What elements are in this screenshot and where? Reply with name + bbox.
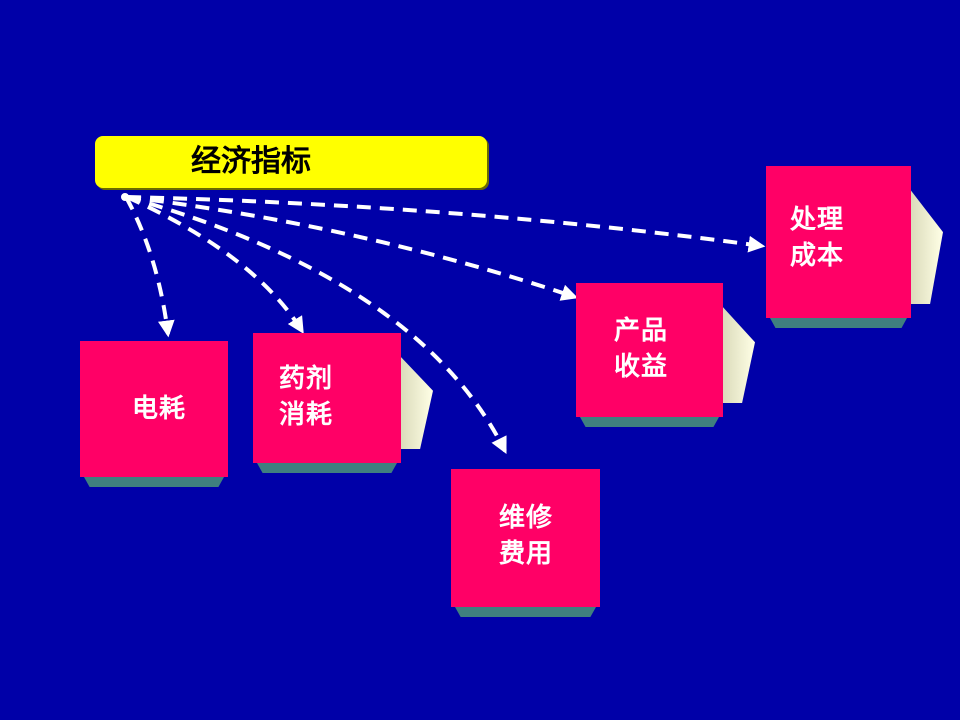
node-base — [455, 607, 596, 617]
node-face — [80, 341, 228, 477]
node-label: 处理 成本 — [790, 205, 845, 271]
node-label: 产品 收益 — [614, 316, 669, 382]
connector-to-electric — [124, 196, 175, 338]
node-maintenance-cost: 维修 费用 — [451, 469, 600, 617]
node-base — [770, 318, 907, 328]
node-label: 维修 费用 — [499, 503, 554, 569]
node-face — [451, 469, 600, 607]
node-face — [253, 333, 401, 463]
node-face — [766, 166, 911, 318]
node-chemical-consumption: 药剂 消耗 — [253, 333, 433, 473]
node-label: 药剂 消耗 — [279, 364, 334, 430]
title-label: 经济指标 — [191, 144, 311, 179]
connector-to-product — [126, 195, 579, 301]
connector-to-processing — [126, 195, 766, 253]
title-box: 经济指标 — [95, 136, 487, 188]
node-face — [576, 283, 723, 417]
node-base — [580, 417, 719, 427]
node-product-revenue: 产品 收益 — [576, 283, 755, 427]
connector-to-chemical — [126, 195, 304, 334]
connector-to-maintenance — [126, 195, 507, 455]
node-base — [257, 463, 397, 473]
node-label: 电耗 — [132, 394, 187, 424]
node-base — [84, 477, 224, 487]
node-electric-consumption: 电耗 — [80, 341, 228, 487]
node-processing-cost: 处理 成本 — [766, 166, 943, 328]
